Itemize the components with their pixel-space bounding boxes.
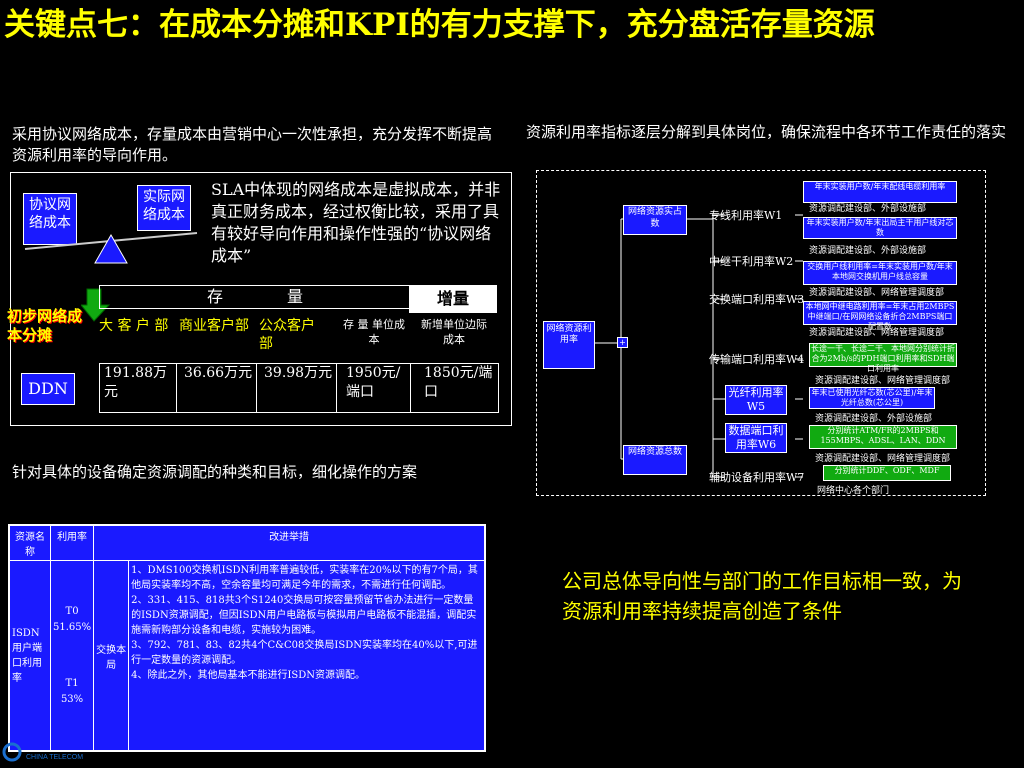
metric-w5: 光纤利用率W5 [725, 385, 787, 415]
metric-w2: 中继干利用率W2 [709, 255, 794, 268]
header-rate: 利用率 [49, 525, 95, 561]
increment-header: 增量 [409, 285, 497, 313]
desc-w2: 年末实装用户数/年末出局主干用户线对芯数 [803, 217, 957, 239]
desc-w8: 分别统计DDF、ODF、MDF [823, 465, 951, 481]
dept-w4: 资源调配建设部、网络管理调度部 [809, 328, 945, 338]
tree-occupied: 网络资源实占数 [623, 205, 687, 235]
value-business: 36.66万元 [180, 364, 257, 412]
right-note: 资源利用率指标逐层分解到具体岗位，确保流程中各环节工作责任的落实 [526, 123, 1007, 141]
desc-w6: 年末已使用光纤芯数(芯公里)/年末光纤总数(芯公里) [809, 387, 935, 409]
rate-t0: T0 51.65% [53, 605, 92, 633]
metric-w3: 交换端口利用率W3 [709, 293, 805, 306]
metric-w1: 专线利用率W1 [709, 209, 783, 222]
protocol-cost-box: 协议网络成本 [23, 193, 77, 245]
desc-w7: 分别统计ATM/FR的2MBPS和155MBPS、ADSL、LAN、DDN [809, 425, 957, 449]
metric-w4: 传输端口利用率W4 [709, 353, 805, 366]
isdn-table: 资源名称 利用率 改进举措 ISDN用户端口利用率 T0 51.65% T1 5… [9, 525, 485, 751]
allocation-row: 191.88万元 36.66万元 39.98万元 1950元/端口 1850元/… [99, 363, 499, 413]
measures-cell: 1、DMS100交换机ISDN利用率普遍较低，实装率在20%以下的有7个局，其他… [128, 560, 485, 751]
dept-w2: 资源调配建设部、外部设施部 [809, 246, 927, 256]
desc-w5: 长途一干、长途二干、本地网分别统计折合为2Mb/s的PDH端口利用率和SDH端口… [809, 343, 957, 373]
page-title: 关键点七：在成本分摊和KPI的有力支撑下，充分盘活存量资源 [4, 7, 875, 43]
col-enterprise: 大 客 户 部 [99, 318, 169, 334]
desc-w1: 年末实装用户数/年末配线电缆利用率 [803, 181, 957, 203]
actual-cost-box: 实际网络成本 [137, 185, 191, 231]
tree-total: 网络资源总数 [623, 445, 687, 475]
value-enterprise: 191.88万元 [100, 364, 177, 412]
ddn-label: DDN [21, 373, 75, 405]
header-measures: 改进举措 [93, 525, 485, 561]
tree-root: 网络资源利用率 [543, 321, 595, 369]
dept-w6: 资源调配建设部、外部设施部 [815, 414, 933, 424]
china-telecom-logo: CHINA TELECOM [0, 740, 100, 768]
logo-icon [2, 742, 22, 762]
kpi-tree: 网络资源利用率 + 网络资源实占数 网络资源总数 专线利用率W1 中继干利用率W… [536, 170, 986, 496]
dept-w5: 资源调配建设部、网络管理调度部 [815, 376, 951, 386]
desc-w4: 本地网中继电路利用率=年末占用2MBPS中继端口/在网网络设备折合2MBPS端口… [803, 301, 957, 331]
col-new-unit: 新增单位边际成本 [421, 318, 487, 346]
header-resource: 资源名称 [9, 525, 51, 561]
rates-cell: T0 51.65% T1 53% [49, 560, 95, 751]
left-note: 采用协议网络成本，存量成本由营销中心一次性承担，充分发挥不断提高资源利用率的导向… [12, 125, 493, 164]
resource-name: ISDN用户端口利用率 [9, 560, 51, 751]
dept-w8: 网络中心各个部门 [817, 486, 890, 496]
metric-w7: 辅助设备利用率W7 [709, 471, 805, 484]
metric-w6: 数据端口利用率W6 [725, 423, 787, 453]
conclusion: 公司总体导向性与部门的工作目标相一致，为资源利用率持续提高创造了条件 [562, 569, 962, 623]
dept-w1: 资源调配建设部、外部设施部 [809, 204, 927, 214]
stock-header: 存 量 [99, 285, 411, 309]
dept-cell: 交换本局 [93, 560, 130, 751]
down-arrow-icon [81, 288, 111, 322]
balance-scale-icon [24, 232, 198, 264]
col-stock-unit: 存 量 单位成本 [343, 318, 405, 346]
allocation-label: 初步网络成本分摊 [7, 307, 83, 344]
logo-text: CHINA TELECOM [26, 754, 84, 761]
isdn-table-wrapper: 资源名称 利用率 改进举措 ISDN用户端口利用率 T0 51.65% T1 5… [8, 524, 486, 752]
sla-text: SLA中体现的网络成本是虚拟成本，并非真正财务成本，经过权衡比较，采用了具有较好… [211, 180, 501, 265]
col-business: 商业客户部 [179, 318, 249, 334]
cost-panel: 协议网络成本 实际网络成本 SLA中体现的网络成本是虚拟成本，并非真正财务成本，… [7, 172, 512, 426]
desc-w3: 交换用户线利用率=年末实装用户数/年末本地网交换机用户线总容量 [803, 261, 957, 285]
allocation-columns: 大 客 户 部 商业客户部 公众客户 部 存 量 单位成本 新增单位边际成本 [99, 317, 495, 352]
value-stock-unit: 1950元/端口 [346, 364, 411, 412]
dept-w7: 资源调配建设部、网络管理调度部 [815, 454, 951, 464]
bottom-left-note: 针对具体的设备确定资源调配的种类和目标，细化操作的方案 [12, 463, 418, 481]
col-public: 公众客户 部 [259, 318, 315, 352]
dept-w3: 资源调配建设部、网络管理调度部 [809, 288, 945, 298]
value-public: 39.98万元 [260, 364, 337, 412]
expand-icon[interactable]: + [617, 337, 628, 348]
value-new-unit: 1850元/端口 [424, 365, 493, 400]
rate-t1: T1 53% [60, 677, 84, 705]
